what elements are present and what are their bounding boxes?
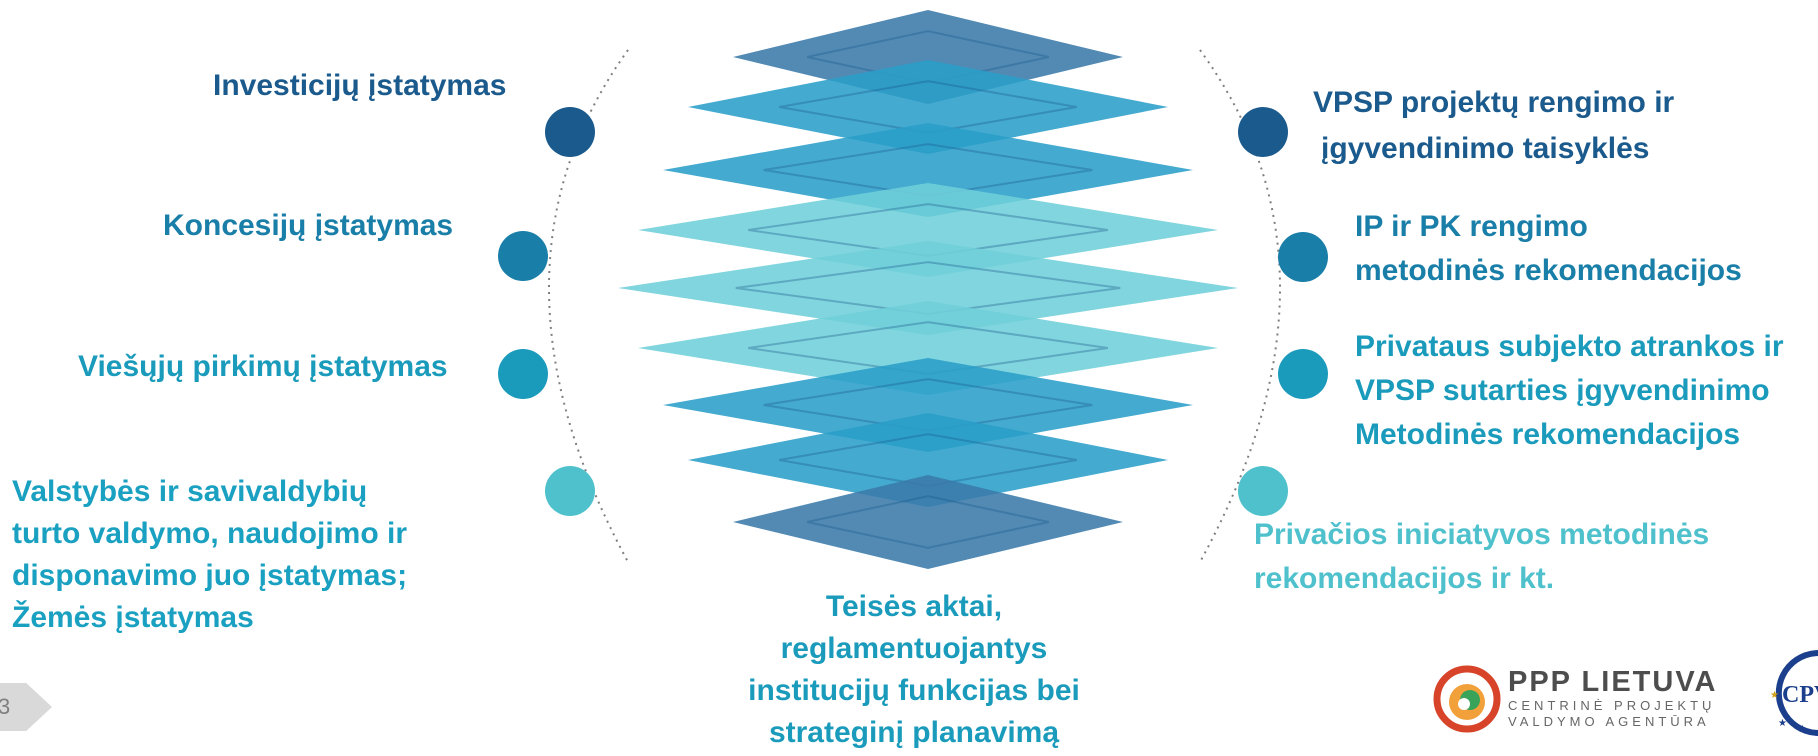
left-label-line: Žemės įstatymas: [12, 601, 254, 634]
left-label-line: Investicijų įstatymas: [213, 69, 507, 102]
right-label-line: Privataus subjekto atrankos ir: [1355, 330, 1784, 363]
left-dot-2: [498, 231, 548, 281]
left-dot-4: [545, 466, 595, 516]
right-dot-4: [1238, 466, 1288, 516]
right-label-line: Privačios iniciatyvos metodinės: [1254, 518, 1710, 551]
right-label-line: Metodinės rekomendacijos: [1355, 418, 1741, 451]
left-label-koncesiju: Koncesijų įstatymas: [163, 207, 453, 245]
star-icon: ★: [1798, 724, 1807, 735]
right-label-line: IP ir PK rengimo: [1355, 210, 1588, 243]
left-label-line: Valstybės ir savivaldybių: [12, 475, 368, 508]
right-label-privacios-iniciatyvos: Privačios iniciatyvos metodinės rekomend…: [1254, 513, 1709, 601]
page-number: 3: [0, 694, 11, 719]
right-label-line: VPSP sutarties įgyvendinimo: [1355, 374, 1770, 407]
stack-layer-9: [733, 475, 1123, 569]
ppp-lietuva-logo-icon: [1433, 665, 1501, 733]
right-label-line: VPSP projektų rengimo ir: [1313, 86, 1675, 119]
right-dot-2: [1278, 232, 1328, 282]
center-caption: Teisės aktai, reglamentuojantys instituc…: [714, 586, 1114, 754]
right-label-line: rekomendacijos ir kt.: [1254, 562, 1555, 595]
right-dotted-arc: [1199, 49, 1281, 563]
center-caption-line: reglamentuojantys: [780, 632, 1048, 665]
logo-subtitle-1: CENTRINĖ PROJEKTŲ: [1508, 698, 1716, 713]
logo-subtitle-2: VALDYMO AGENTŪRA: [1508, 714, 1710, 729]
left-label-line: Koncesijų įstatymas: [163, 209, 454, 242]
left-label-viesuju-pirkimu: Viešųjų pirkimų įstatymas: [78, 348, 448, 386]
star-icon: ★: [1770, 690, 1779, 701]
left-label-line: Viešųjų pirkimų įstatymas: [78, 350, 448, 383]
right-label-privataus-subjekto: Privataus subjekto atrankos ir VPSP suta…: [1355, 325, 1784, 457]
center-caption-line: strateginį planavimą: [768, 716, 1060, 749]
cpva-badge-text: CPVA: [1782, 682, 1818, 708]
left-label-turto-valdymo: Valstybės ir savivaldybių turto valdymo,…: [12, 471, 407, 639]
center-caption-line: institucijų funkcijas bei: [748, 674, 1080, 707]
right-label-line: metodinės rekomendacijos: [1355, 254, 1742, 287]
cpva-badge-logo: CPVA ★ ★ ★: [1770, 650, 1818, 736]
stacked-layers: [618, 10, 1238, 569]
left-label-line: disponavimo juo įstatymas;: [12, 559, 408, 592]
left-dot-1: [545, 107, 595, 157]
center-caption-line: Teisės aktai,: [825, 590, 1003, 623]
right-label-ip-pk: IP ir PK rengimo metodinės rekomendacijo…: [1355, 205, 1742, 293]
ppp-lietuva-logo-text: PPP LIETUVA CENTRINĖ PROJEKTŲ VALDYMO AG…: [1508, 666, 1717, 730]
left-label-line: turto valdymo, naudojimo ir: [12, 517, 408, 550]
right-dot-1: [1238, 107, 1288, 157]
star-icon: ★: [1778, 718, 1787, 729]
right-dot-3: [1278, 349, 1328, 399]
right-label-vpsp-taisykles: VPSP projektų rengimo ir įgyvendinimo ta…: [1313, 80, 1674, 172]
logo-title: PPP LIETUVA: [1508, 666, 1718, 698]
left-dot-3: [498, 349, 548, 399]
left-label-investiciju: Investicijų įstatymas: [213, 67, 506, 105]
right-label-line: įgyvendinimo taisyklės: [1321, 132, 1650, 165]
